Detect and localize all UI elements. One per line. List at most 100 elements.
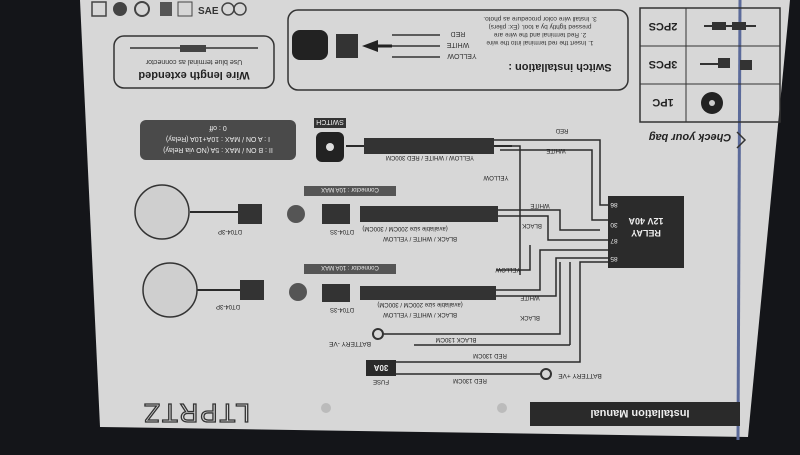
wire-label: WHITE (520, 294, 539, 300)
install-step: 3. Install wire color procedure as photo… (483, 15, 597, 22)
manual-title-bar (530, 402, 740, 426)
checkmark-icon (736, 131, 747, 149)
wire-label: WHITE (530, 202, 549, 208)
punch-hole (321, 403, 331, 413)
pinout-diagram (289, 283, 307, 301)
switch-installation-panel: Switch installation : 3. Install wire co… (287, 9, 629, 91)
install-step: 1. Insert the red terminal into the wire (486, 39, 594, 46)
dt-female-connector (322, 284, 350, 302)
legend-line: II : B ON / MAX : 5A (NO via Relay) (163, 146, 273, 153)
dt-female-label: DT04-3S (330, 228, 354, 234)
terminal-icon (704, 22, 756, 30)
connector-tag (304, 264, 396, 274)
install-step: pressed tightly by a tool. (Ex: pliers) (489, 23, 592, 30)
light-cable-label: BLACK / WHITE / YELLOW (383, 235, 457, 241)
cert-icon (177, 1, 193, 17)
relay-block (608, 196, 684, 268)
brand-logo: LTPRTZ (142, 398, 250, 428)
wire-label: BLACK (522, 222, 542, 228)
switch-label: SWITCH (316, 118, 344, 125)
wire-length-subtitle: Use blue terminal as connector (145, 58, 242, 65)
legend-box (140, 120, 296, 160)
relay-pins: 86 30 87 85 (610, 201, 618, 262)
relay-label: RELAY (631, 228, 661, 238)
battery-negative-terminal (372, 328, 384, 340)
switch-installation-box (287, 9, 629, 91)
driving-light-upper (134, 184, 190, 240)
switch-body (336, 34, 358, 58)
dt-female-connector (322, 204, 350, 224)
cert-icon (113, 2, 127, 16)
check-bag-panel: 2PCS 3PCS 1PC Check your bag (639, 7, 781, 149)
wire-labels: RED WHITE YELLOW / WHITE / RED 300CM YEL… (362, 127, 568, 383)
cert-icon (160, 2, 172, 16)
switch-label-tag (314, 118, 346, 128)
relay-pin: 30 (610, 221, 618, 228)
switch-installation-title: Switch installation : (508, 61, 611, 73)
manual-title: Installation Manual (590, 407, 689, 419)
relay-pin: 86 (610, 201, 618, 208)
fuse-label: FUSE (373, 378, 389, 384)
cert-icon (233, 2, 247, 16)
dt-male-connector (238, 204, 262, 224)
wire-label: YELLOW (483, 174, 508, 180)
black-130-label: BLACK 130CM (436, 336, 477, 342)
fuse (366, 360, 396, 376)
bag-item-qty: 2PCS (649, 20, 678, 32)
wire-label-white: WHITE (446, 41, 469, 48)
arrow-left-icon (362, 40, 378, 52)
cert-icon: SAE (198, 6, 219, 17)
legend-line: I : A ON / MAX : 10A+10A (Relay) (166, 135, 270, 142)
legend-line: 0 : off (209, 124, 226, 131)
battery-pos-label: BATTERY +VE (558, 372, 602, 379)
certification-icons: SAE (91, 1, 247, 17)
extension-label: (available size 200CM / 300CM) (377, 301, 462, 307)
wire-label: WHITE (546, 147, 565, 153)
switch-photo (292, 30, 328, 60)
lower-light-cable (360, 286, 496, 300)
wiring-diagram (190, 138, 684, 375)
relay-pin: 85 (610, 255, 618, 262)
rocker-switch-icon (326, 143, 334, 151)
pinout-diagram (287, 205, 305, 223)
connector-icon (700, 58, 752, 70)
light-cable-label: BLACK / WHITE / YELLOW (383, 311, 457, 317)
extension-label: (available size 200CM / 300CM) (362, 225, 447, 231)
dt-male-connector (240, 280, 264, 300)
switch-legend: 0 : off I : A ON / MAX : 10A+10A (Relay)… (140, 118, 346, 162)
connectors: Connector : 10A MAX Connector : 10A MAX … (216, 186, 396, 312)
wire-label-yellow: YELLOW (447, 52, 477, 59)
relay-pin: 87 (610, 237, 618, 244)
cert-icon (134, 1, 150, 17)
bag-item-qty: 1PC (652, 96, 673, 108)
upper-light-cable (360, 206, 498, 222)
connector-label: Connector : 10A MAX (321, 186, 379, 192)
dt-male-label: DT04-3P (216, 303, 240, 309)
punch-hole (497, 403, 507, 413)
blue-terminal-icon (180, 45, 206, 52)
red-130-label: RED 130CM (473, 352, 507, 358)
check-bag-table (639, 7, 781, 123)
bag-item-qty: 3PCS (649, 58, 678, 70)
wire-label: YELLOW (495, 266, 520, 272)
dt-male-label: DT04-3P (218, 228, 242, 234)
check-bag-title: Check your bag (648, 131, 731, 143)
connector-tag (304, 186, 396, 196)
switch-cable-label: YELLOW / WHITE / RED 300CM (386, 154, 474, 160)
connector-label: Connector : 10A MAX (321, 264, 379, 270)
wire-length-box (113, 35, 275, 89)
install-step: 2. Red terminal and the wire are (493, 31, 586, 38)
wire-label-red: RED (451, 30, 466, 37)
fuse-value: 30A (373, 363, 388, 372)
wire-label: RED (555, 127, 568, 133)
switch-icon (709, 100, 715, 106)
cert-icon (91, 1, 107, 17)
battery-neg-label: BATTERY -VE (328, 340, 371, 347)
wire-length-panel: Wire length extended Use blue terminal a… (113, 35, 275, 89)
relay-rating: 12V 40A (628, 216, 664, 226)
battery-positive-terminal (540, 368, 552, 380)
blue-edge-strip (736, 0, 742, 441)
wire-length-title: Wire length extended (138, 69, 249, 81)
